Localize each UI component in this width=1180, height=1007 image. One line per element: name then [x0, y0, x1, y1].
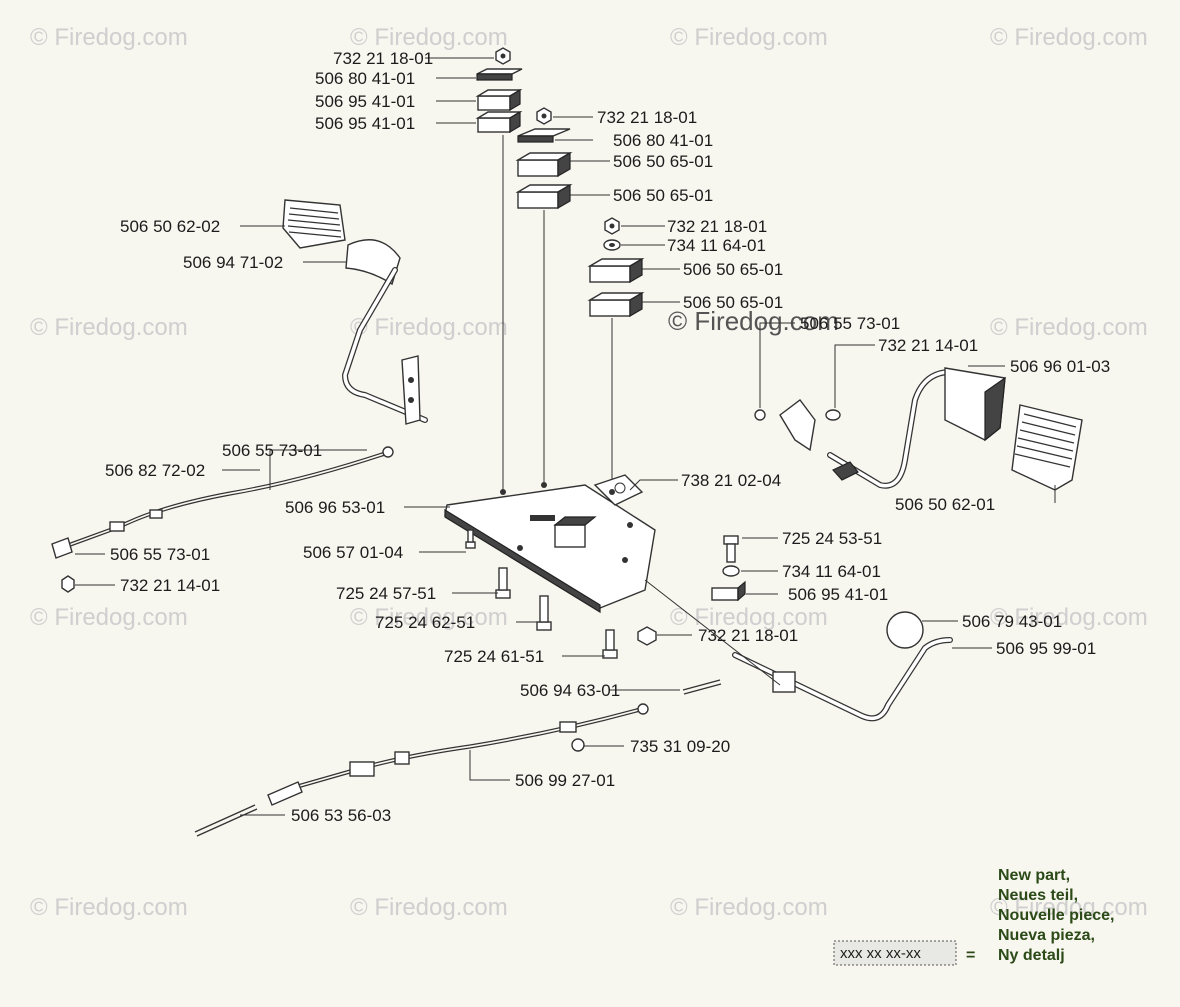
watermark-text: © Firedog.com — [990, 24, 1148, 51]
legend-code: xxx xx xx-xx — [840, 945, 921, 962]
part-number-label: 735 31 09-20 — [630, 737, 730, 756]
shift-lever — [732, 611, 953, 722]
watermark-text: © Firedog.com — [30, 604, 188, 631]
part-number-label: 506 55 73-01 — [222, 441, 322, 460]
bolts — [465, 529, 746, 659]
leader-lines — [75, 57, 1056, 816]
plate-top-left — [476, 68, 523, 81]
part-number-label: 506 94 71-02 — [183, 253, 283, 272]
watermark-text: © Firedog.com — [670, 894, 828, 921]
watermark-text: © Firedog.com — [350, 604, 508, 631]
part-labels: 732 21 18-01 506 80 41-01 506 95 41-01 5… — [105, 49, 1110, 825]
watermark-text: © Firedog.com — [350, 894, 508, 921]
plate-top-right — [517, 128, 571, 143]
part-number-label: 732 21 18-01 — [333, 49, 433, 68]
watermark-text: © Firedog.com — [990, 604, 1148, 631]
part-number-label: 506 94 63-01 — [520, 681, 620, 700]
part-number-label: 732 21 18-01 — [698, 626, 798, 645]
part-number-label: 506 50 65-01 — [613, 186, 713, 205]
legend-line: Nueva pieza, — [998, 927, 1095, 944]
legend-line: Ny detalj — [998, 947, 1065, 964]
base-plate — [444, 474, 656, 614]
block-d — [515, 183, 573, 210]
left-pedal — [282, 199, 428, 425]
watermark-text: © Firedog.com — [670, 604, 828, 631]
washer-mid — [603, 239, 621, 251]
part-number-label: 506 79 43-01 — [962, 612, 1062, 631]
part-number-label: 732 21 14-01 — [878, 336, 978, 355]
block-b — [475, 110, 523, 134]
legend-line: New part, — [998, 867, 1070, 884]
watermark-text: © Firedog.com — [350, 314, 508, 341]
watermark-text: © Firedog.com — [990, 314, 1148, 341]
part-number-label: 506 55 73-01 — [110, 545, 210, 564]
watermark-center: © Firedog.com — [668, 306, 839, 336]
upper-cable — [51, 446, 394, 593]
legend-line: Neues teil, — [998, 887, 1078, 904]
block-c — [515, 151, 573, 178]
part-number-label: 506 95 41-01 — [315, 92, 415, 111]
part-number-label: 506 80 41-01 — [315, 69, 415, 88]
block-a — [475, 88, 523, 112]
legend-equals: = — [966, 947, 975, 964]
part-number-label: 506 55 73-01 — [800, 314, 900, 333]
legend-line: Nouvelle piece, — [998, 907, 1115, 924]
watermark-text: © Firedog.com — [350, 24, 508, 51]
part-number-label: 506 80 41-01 — [613, 131, 713, 150]
part-number-label: 725 24 53-51 — [782, 529, 882, 548]
part-number-label: 506 50 62-02 — [120, 217, 220, 236]
part-number-label: 506 50 65-01 — [683, 260, 783, 279]
part-number-label: 506 50 65-01 — [683, 293, 783, 312]
part-number-label: 506 50 62-01 — [895, 495, 995, 514]
legend-code-box — [833, 940, 957, 966]
watermark-text: © Firedog.com — [990, 894, 1148, 921]
nut-top-left — [495, 47, 511, 65]
part-number-label: 506 82 72-02 — [105, 461, 205, 480]
watermark-text: © Firedog.com — [30, 314, 188, 341]
right-pedal — [754, 367, 1083, 491]
part-number-label: 738 21 02-04 — [681, 471, 781, 490]
watermark-text: © Firedog.com — [670, 24, 828, 51]
part-number-label: 506 95 99-01 — [996, 639, 1096, 658]
watermark-text: © Firedog.com — [30, 894, 188, 921]
lower-cable — [194, 679, 722, 837]
part-number-label: 506 96 53-01 — [285, 498, 385, 517]
part-number-label: 734 11 64-01 — [782, 562, 881, 581]
legend: xxx xx xx-xx = New part, Neues teil, Nou… — [833, 867, 1115, 966]
nut-top-right — [536, 107, 552, 125]
part-number-label: 732 21 14-01 — [120, 576, 220, 595]
block-e — [587, 257, 645, 284]
part-number-label: 506 53 56-03 — [291, 806, 391, 825]
watermark-text: © Firedog.com — [30, 24, 188, 51]
part-drawings — [51, 47, 1083, 837]
part-number-label: 732 21 18-01 — [597, 108, 697, 127]
part-number-label: 725 24 57-51 — [336, 584, 436, 603]
watermarks: © Firedog.com © Firedog.com © Firedog.co… — [30, 24, 1148, 921]
part-number-label: 725 24 62-51 — [375, 613, 475, 632]
part-number-label: 506 96 01-03 — [1010, 357, 1110, 376]
part-number-label: 506 95 41-01 — [315, 114, 415, 133]
part-number-label: 725 24 61-51 — [444, 647, 544, 666]
part-number-label: 734 11 64-01 — [667, 236, 766, 255]
block-f — [587, 291, 645, 318]
nut-mid — [604, 217, 620, 235]
part-number-label: 732 21 18-01 — [667, 217, 767, 236]
part-number-label: 506 57 01-04 — [303, 543, 403, 562]
part-number-label: 506 50 65-01 — [613, 152, 713, 171]
part-number-label: 506 99 27-01 — [515, 771, 615, 790]
part-number-label: 506 95 41-01 — [788, 585, 888, 604]
